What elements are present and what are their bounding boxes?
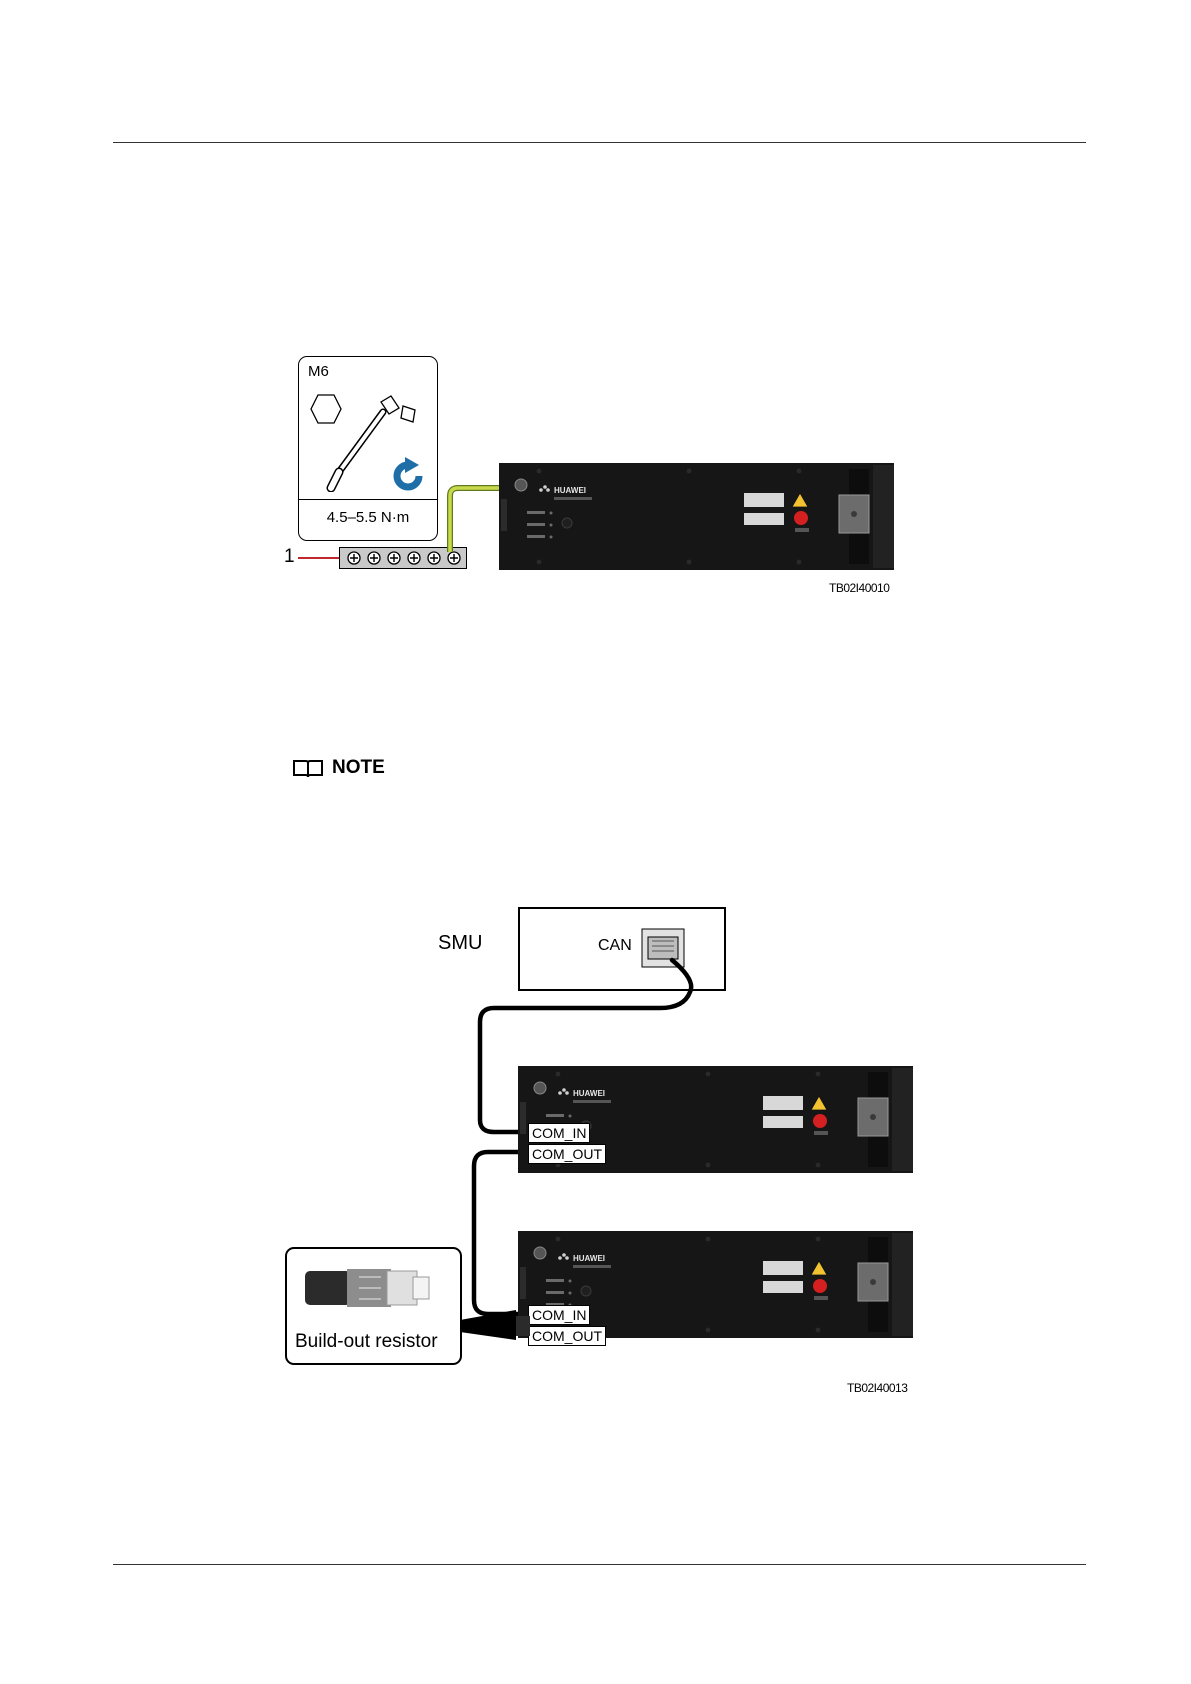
torque-value: 4.5–5.5 N·m: [299, 509, 437, 526]
callout-number: 1: [284, 546, 295, 568]
callout-line: [298, 557, 343, 559]
torque-info-box: M6 4.5–5.5 N·m: [298, 356, 438, 541]
com-in-port-label: COM_IN: [528, 1123, 590, 1143]
brand-label: HUAWEI: [573, 1254, 605, 1263]
bolt-size-label: M6: [308, 363, 329, 380]
com-out-port-label: COM_OUT: [528, 1326, 606, 1346]
resistor-pointer-arrow: [458, 1306, 532, 1346]
rotate-clockwise-icon: [389, 457, 427, 495]
resistor-plug-icon: [303, 1257, 443, 1317]
com-in-port-label: COM_IN: [528, 1305, 590, 1325]
open-book-icon: [292, 759, 324, 779]
note-label: NOTE: [332, 757, 385, 779]
torque-divider: [299, 499, 437, 500]
footer-rule: [113, 1564, 1086, 1565]
figure-grounding: M6 4.5–5.5 N·m 1: [0, 0, 1191, 620]
brand-label: HUAWEI: [554, 486, 586, 495]
build-out-resistor-box: Build-out resistor: [285, 1247, 462, 1365]
com-out-port-label: COM_OUT: [528, 1144, 606, 1164]
battery-module: HUAWEI: [499, 463, 894, 570]
figure-caption: TB02I40010: [829, 581, 889, 595]
figure-communications: SMU CAN HUAWEI: [0, 880, 1191, 1400]
build-out-resistor-label: Build-out resistor: [295, 1331, 438, 1353]
battery-module-drawing: HUAWEI: [499, 463, 894, 570]
figure-caption: TB02I40013: [847, 1381, 907, 1395]
brand-label: HUAWEI: [573, 1089, 605, 1098]
